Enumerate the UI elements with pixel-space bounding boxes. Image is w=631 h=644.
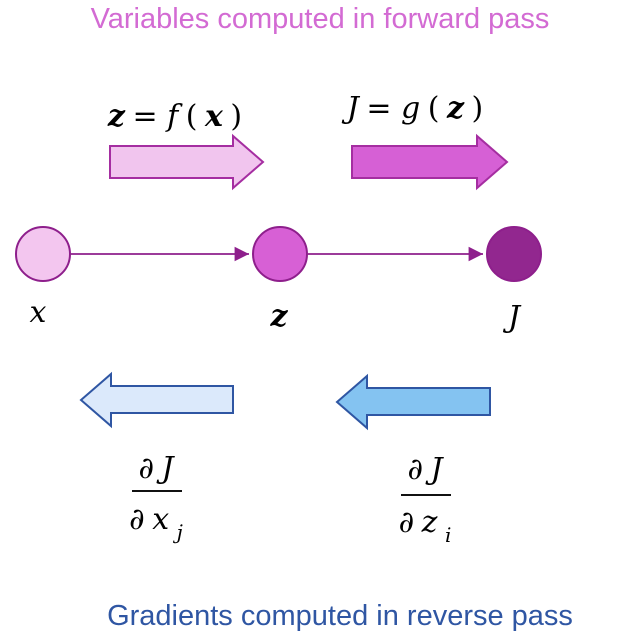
forward-label-first-close: ) (230, 99, 242, 134)
forward-pass-title: Variables computed in forward pass (91, 3, 550, 35)
gradient-second-partial-den: ∂ (399, 505, 415, 540)
forward-label-first-open: ( (186, 99, 198, 134)
node-label-J: J (502, 300, 522, 335)
forward-label-second-close: ) (471, 91, 483, 126)
gradient-second-partial-num: ∂ (407, 452, 423, 487)
gradient-first-den-sub: j (173, 520, 183, 544)
forward-label-first-lhs: z (107, 99, 126, 134)
gradient-second-num-var: J (424, 452, 444, 487)
gradient-first-den-var: x (152, 502, 169, 537)
node-J (486, 226, 542, 282)
gradient-label-dJ-dxj: ∂ J ∂ x j (129, 451, 183, 544)
gradient-first-num-var: J (155, 451, 175, 486)
reverse-arrow-first-icon (79, 371, 234, 429)
node-label-z: z (269, 299, 288, 334)
forward-label-first-arg: x (204, 99, 224, 134)
gradient-second-den-sub: i (445, 523, 451, 547)
forward-label-second-arg: z (446, 91, 465, 126)
gradient-second-denominator: ∂ z i (399, 505, 452, 547)
reverse-pass-title: Gradients computed in reverse pass (107, 600, 573, 632)
gradient-first-partial-den: ∂ (129, 502, 145, 537)
gradient-first-numerator: ∂ J (138, 451, 175, 486)
forward-arrow-first-icon (109, 133, 265, 191)
forward-label-z-equals-f-of-x: z = f ( x ) (107, 99, 242, 134)
forward-label-first-fn: f (165, 99, 183, 134)
gradient-first-partial-num: ∂ (138, 451, 154, 486)
node-x (15, 226, 71, 282)
forward-arrow-second-icon (351, 133, 509, 191)
gradient-second-numerator: ∂ J (407, 452, 444, 487)
forward-label-J-equals-g-of-z: J = g ( z ) (341, 91, 483, 126)
forward-label-second-fn: g (401, 91, 420, 126)
node-label-x: x (30, 295, 47, 330)
forward-label-second-lhs: J (341, 91, 361, 126)
forward-label-first-eq: = (132, 99, 167, 134)
gradient-second-den-var: z (421, 505, 438, 540)
gradient-label-dJ-dzi: ∂ J ∂ z i (399, 452, 452, 547)
gradient-first-denominator: ∂ x j (129, 502, 183, 544)
forward-label-second-eq: = (366, 91, 401, 126)
forward-label-second-open: ( (428, 91, 440, 126)
node-z (252, 226, 308, 282)
reverse-arrow-second-icon (335, 373, 491, 431)
